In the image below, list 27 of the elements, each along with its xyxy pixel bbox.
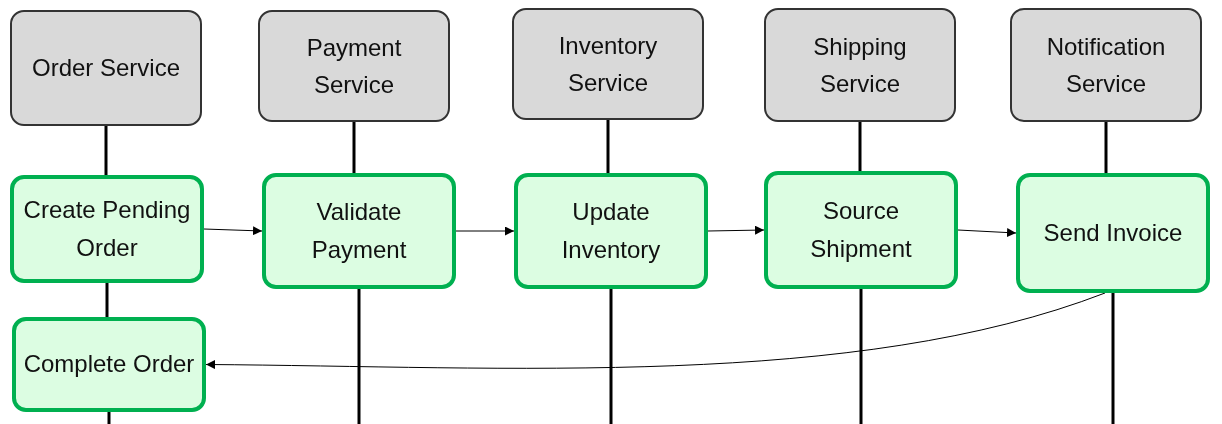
process-box: Validate Payment [262,173,456,289]
lifeline [609,289,613,424]
arrow [203,226,263,236]
lifeline [104,126,108,175]
service-box: Payment Service [258,10,450,122]
service-box: Inventory Service [512,8,704,120]
lifeline [352,122,356,173]
service-box: Notification Service [1010,8,1202,122]
process-box: Send Invoice [1016,173,1210,293]
arrow [707,225,765,235]
lifeline [357,289,361,424]
process-box: Create Pending Order [10,175,204,283]
arrow [455,226,515,236]
process-box: Update Inventory [514,173,708,289]
lifeline [105,283,109,317]
process-box: Complete Order [12,317,206,412]
arrow [205,292,1106,370]
lifeline [858,122,862,171]
lifeline [859,289,863,424]
arrow [957,228,1017,238]
lifeline [1111,293,1115,424]
lifeline [606,120,610,173]
service-box: Shipping Service [764,8,956,122]
process-box: Source Shipment [764,171,958,289]
lifeline [1104,122,1108,173]
lifeline [107,412,111,424]
service-box: Order Service [10,10,202,126]
